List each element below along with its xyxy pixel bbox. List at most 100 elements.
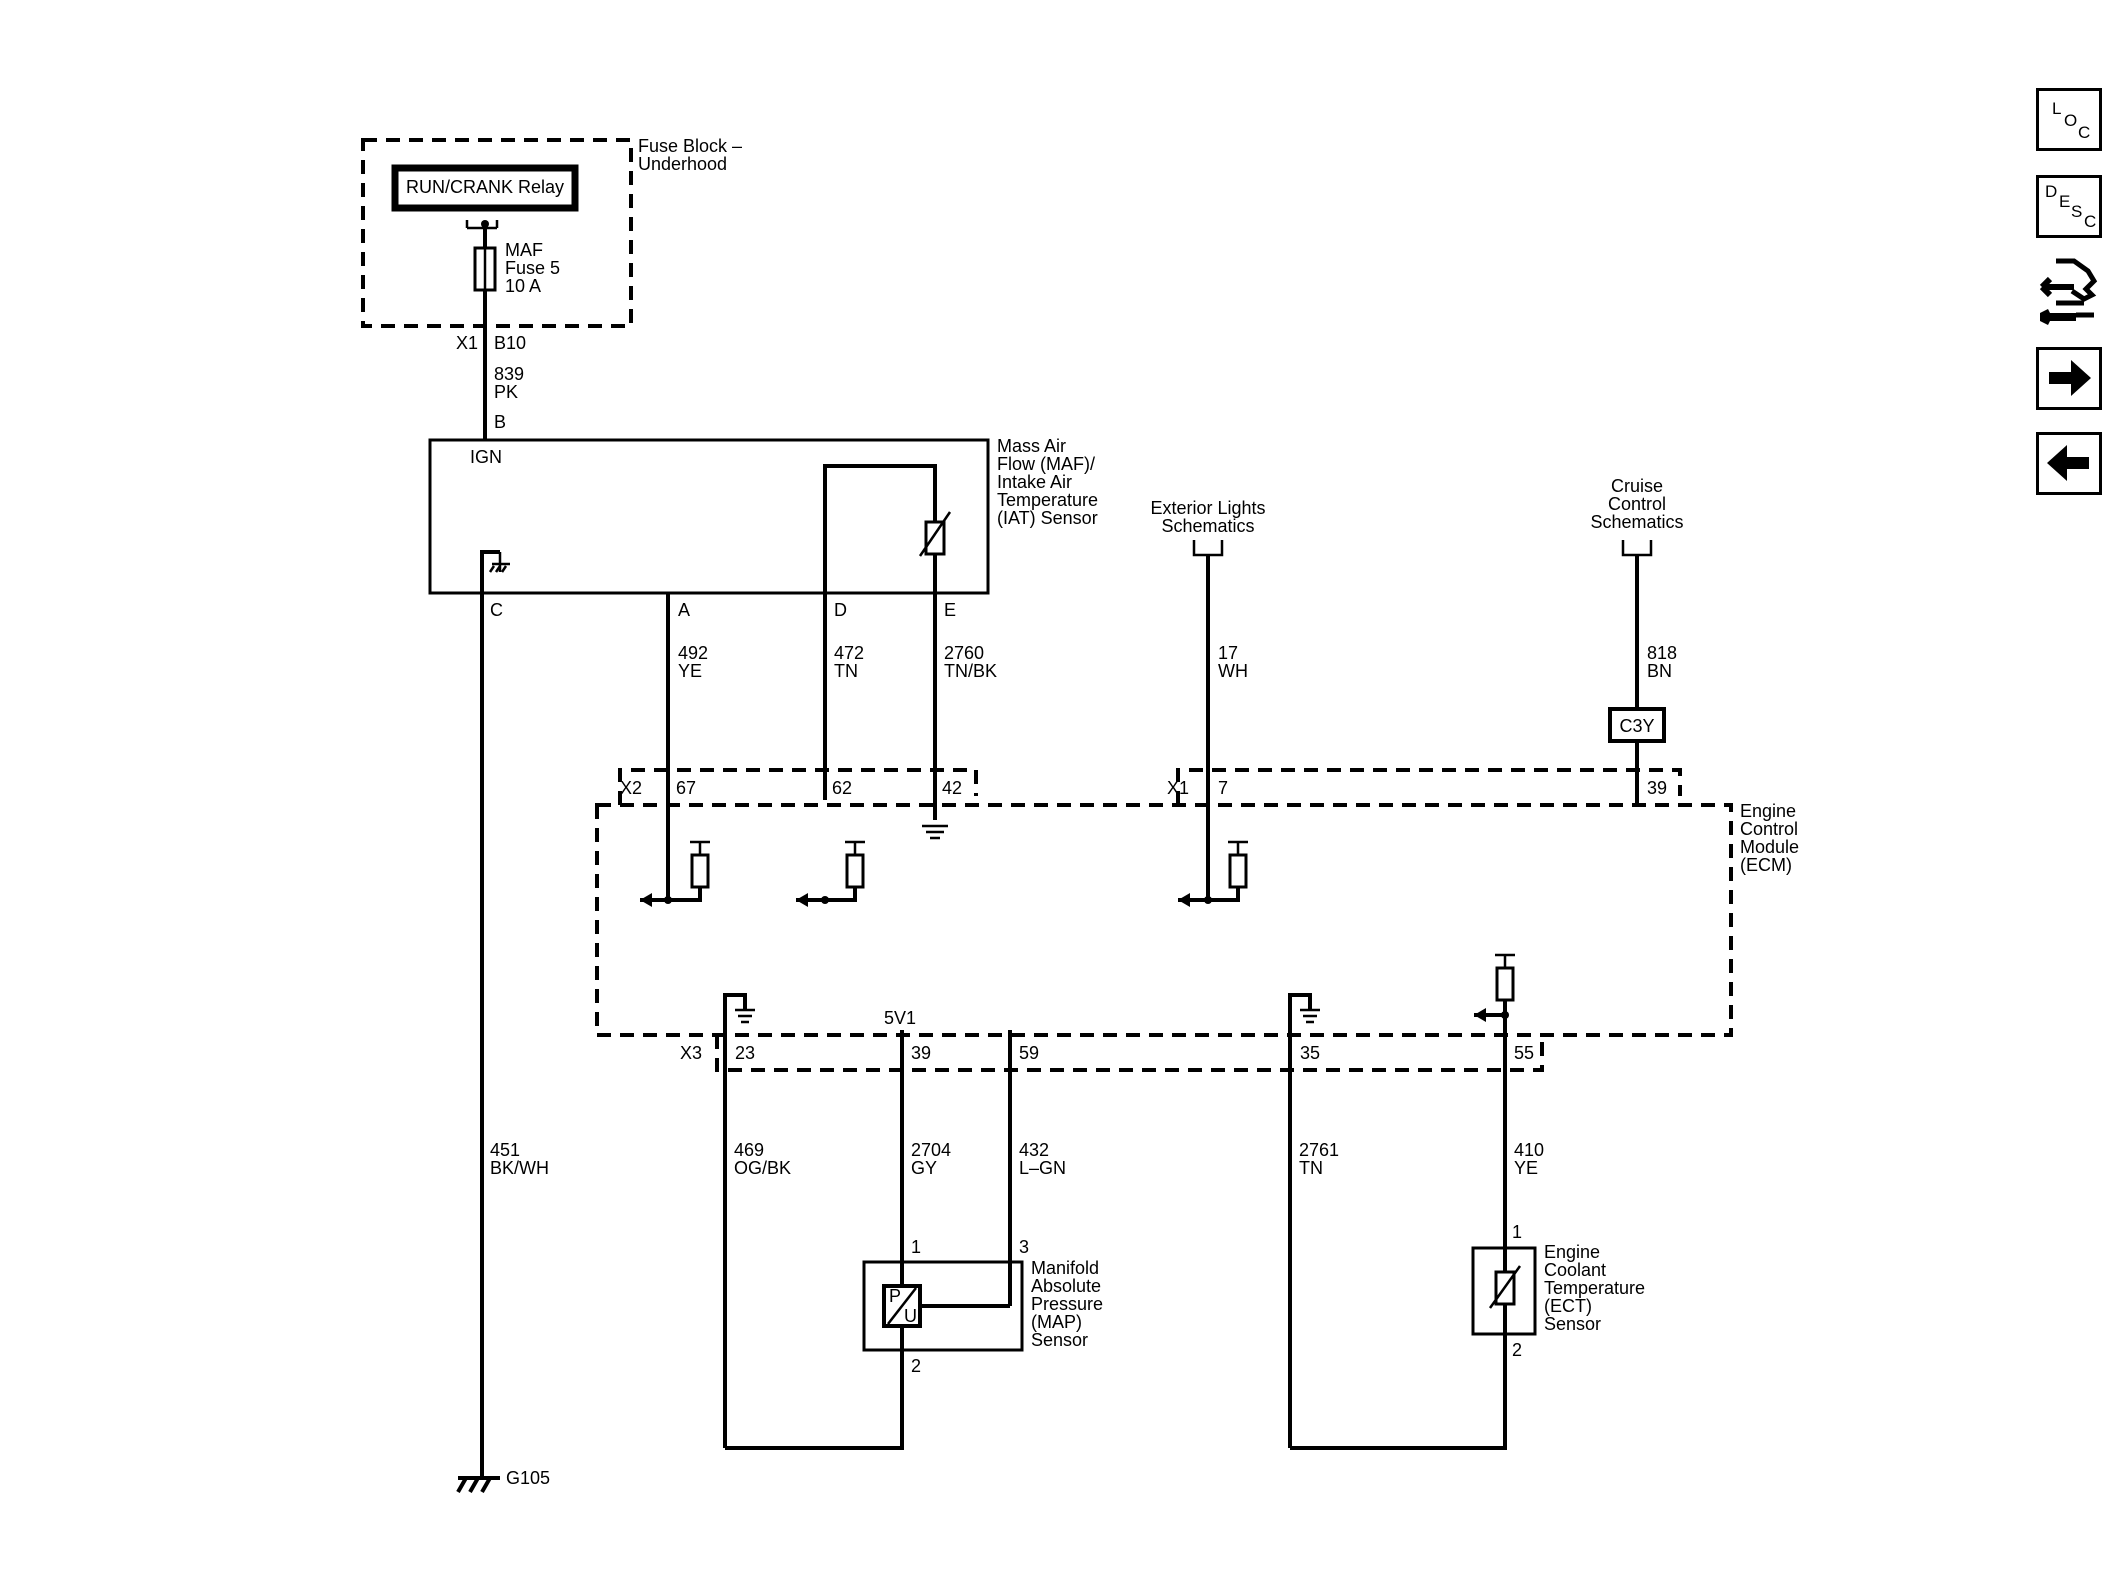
- map-pin-3: 3: [1019, 1237, 1029, 1257]
- connector-tools-button[interactable]: [2036, 255, 2108, 330]
- ecm-x3-pin-35: 35: [1300, 1043, 1320, 1063]
- map-sensor-label-5: Sensor: [1031, 1330, 1088, 1350]
- ecm-x3-pin-55: 55: [1514, 1043, 1534, 1063]
- wire-432-number: 432: [1019, 1140, 1049, 1160]
- wire-469-color: OG/BK: [734, 1158, 791, 1178]
- wire-818-color: BN: [1647, 661, 1672, 681]
- relay-contact-icon: [465, 220, 499, 230]
- cruise-connector-icon: [1621, 540, 1653, 557]
- loc-letter: O: [2064, 111, 2078, 130]
- ecm-x1-pin-39: 39: [1647, 778, 1667, 798]
- map-sensor-label-4: (MAP): [1031, 1312, 1082, 1332]
- maf-pin-b: B: [494, 412, 506, 432]
- ecm-x1-connector: [1176, 768, 1682, 805]
- ect-sensor-label-4: (ECT): [1544, 1296, 1592, 1316]
- description-button[interactable]: D E S C: [2036, 175, 2102, 238]
- loc-letter: L: [2052, 99, 2062, 118]
- ecm-x2-label: X2: [620, 778, 642, 798]
- wire-839-number: 839: [494, 364, 524, 384]
- wire-492-color: YE: [678, 661, 702, 681]
- ecm-outline: [595, 803, 1733, 1037]
- ect-pin-1: 1: [1512, 1222, 1522, 1242]
- wire-410-number: 410: [1514, 1140, 1544, 1160]
- ecm-pullup-resistor-d: [796, 840, 865, 907]
- maf-ign-label: IGN: [470, 447, 502, 467]
- connector-tools-icon: [2039, 258, 2098, 325]
- maf-sensor-label-4: Temperature: [997, 490, 1098, 510]
- ecm-pin23-ground-icon: [735, 1008, 755, 1024]
- map-sensor-label: Manifold: [1031, 1258, 1099, 1278]
- location-button[interactable]: L O C: [2036, 88, 2102, 151]
- ect-pin-2: 2: [1512, 1340, 1522, 1360]
- desc-letter: D: [2045, 182, 2058, 201]
- cruise-control-label: Cruise: [1611, 476, 1663, 496]
- wire-2761-color: TN: [1299, 1158, 1323, 1178]
- cruise-control-label-3: Schematics: [1590, 512, 1683, 532]
- ecm-label-3: Module: [1740, 837, 1799, 857]
- fuse-name: MAF: [505, 240, 543, 260]
- ecm-label-4: (ECM): [1740, 855, 1792, 875]
- maf-pin-d: D: [834, 600, 847, 620]
- wire-839-color: PK: [494, 382, 518, 402]
- run-crank-relay: [391, 164, 579, 212]
- map-sensor-box: [862, 1260, 1024, 1352]
- map-ground-return: [725, 1326, 904, 1450]
- ecm-pin42-ground-icon: [922, 824, 948, 840]
- ecm-x2-pin-62: 62: [832, 778, 852, 798]
- thermistor-slash: [918, 511, 952, 557]
- exterior-lights-label: Exterior Lights: [1150, 498, 1265, 518]
- ecm-x2-pin-42: 42: [942, 778, 962, 798]
- map-symbol-u: U: [904, 1306, 917, 1326]
- arrow-left-icon: [2047, 445, 2089, 481]
- ect-sensor-label-3: Temperature: [1544, 1278, 1645, 1298]
- ecm-x2-connector: [618, 768, 978, 805]
- desc-letter: S: [2071, 202, 2083, 221]
- ecm-x2-pin-67: 67: [676, 778, 696, 798]
- ect-thermistor-slash: [1488, 1265, 1522, 1309]
- previous-page-button[interactable]: [2036, 432, 2102, 495]
- ecm-pullup-resistor-7: [1178, 840, 1248, 907]
- wire-17-color: WH: [1218, 661, 1248, 681]
- fuse-block-outline: [361, 138, 633, 328]
- ecm-pullup-resistor-55: [1474, 953, 1515, 1022]
- loc-letter: C: [2078, 123, 2091, 142]
- ecm-label: Engine: [1740, 801, 1796, 821]
- wire-469-number: 469: [734, 1140, 764, 1160]
- desc-letter: C: [2084, 212, 2097, 231]
- cruise-control-label-2: Control: [1608, 494, 1666, 514]
- exterior-lights-connector-icon: [1192, 540, 1224, 557]
- wire-2704-number: 2704: [911, 1140, 951, 1160]
- next-page-button[interactable]: [2036, 347, 2102, 410]
- ecm-x3-pin-23: 23: [735, 1043, 755, 1063]
- ecm-x1-pin-7: 7: [1218, 778, 1228, 798]
- wire-451: [480, 550, 500, 1478]
- maf-sensor-label: Mass Air: [997, 436, 1066, 456]
- fuse-block-label-2: Underhood: [638, 154, 727, 174]
- wire-469: [723, 993, 747, 1448]
- wire-492-number: 492: [678, 643, 708, 663]
- wire-451-color: BK/WH: [490, 1158, 549, 1178]
- g105-label: G105: [506, 1468, 550, 1488]
- ect-sensor-label-2: Coolant: [1544, 1260, 1606, 1280]
- desc-letter: E: [2059, 192, 2071, 211]
- c3y-connector: [1608, 707, 1666, 743]
- ect-sensor-label-5: Sensor: [1544, 1314, 1601, 1334]
- ecm-x3-label: X3: [680, 1043, 702, 1063]
- wire-2761-number: 2761: [1299, 1140, 1339, 1160]
- maf-pin-c: C: [490, 600, 503, 620]
- fuse-rating: 10 A: [505, 276, 541, 296]
- fuse-connector: X1: [456, 333, 478, 353]
- maf-sensor-label-3: Intake Air: [997, 472, 1072, 492]
- ecm-pin35-ground-icon: [1300, 1008, 1320, 1024]
- map-pin-1: 1: [911, 1237, 921, 1257]
- ecm-label-2: Control: [1740, 819, 1798, 839]
- wire-451-number: 451: [490, 1140, 520, 1160]
- wire-472-color: TN: [834, 661, 858, 681]
- c3y-label: C3Y: [1619, 716, 1654, 736]
- maf-sensor-label-2: Flow (MAF)/: [997, 454, 1095, 474]
- map-pin-2: 2: [911, 1356, 921, 1376]
- wire-2761-upper: [1288, 993, 1312, 1448]
- wire-818-number: 818: [1647, 643, 1677, 663]
